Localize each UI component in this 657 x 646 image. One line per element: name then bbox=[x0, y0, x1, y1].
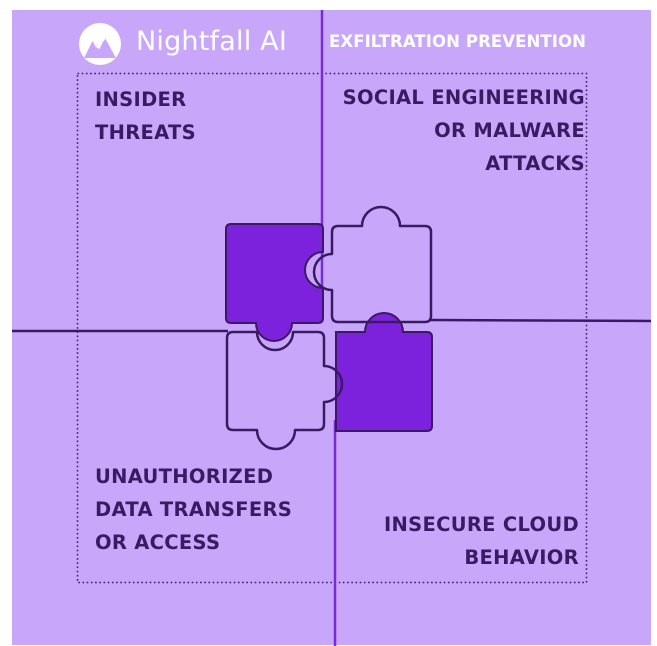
label-line: INSIDER bbox=[95, 88, 187, 111]
header-label: EXFILTRATION PREVENTION bbox=[329, 32, 587, 51]
quadrant-label-bottom-right: INSECURE CLOUD BEHAVIOR bbox=[384, 508, 579, 574]
dotted-frame bbox=[76, 72, 588, 584]
quadrant-label-top-left: INSIDER THREATS bbox=[95, 83, 196, 149]
quadrant-label-bottom-left: UNAUTHORIZED DATA TRANSFERS OR ACCESS bbox=[95, 460, 292, 559]
puzzle-piece-bottom-right bbox=[335, 312, 433, 432]
label-line: ATTACKS bbox=[485, 152, 585, 175]
label-line: SOCIAL ENGINEERING bbox=[342, 86, 585, 109]
background-panel bbox=[12, 10, 651, 645]
label-line: OR ACCESS bbox=[95, 531, 221, 554]
label-line: INSECURE CLOUD bbox=[383, 513, 579, 536]
mountain-logo-icon bbox=[79, 23, 121, 65]
label-line: OR MALWARE bbox=[434, 119, 585, 142]
brand-name: Nightfall AI bbox=[136, 26, 288, 57]
horizontal-axis-right bbox=[429, 318, 652, 323]
label-line: UNAUTHORIZED bbox=[95, 465, 274, 488]
puzzle-piece-bottom-left bbox=[225, 330, 344, 451]
label-line: DATA TRANSFERS bbox=[95, 498, 293, 521]
label-line: THREATS bbox=[95, 121, 196, 144]
puzzle-piece-top-right bbox=[312, 205, 433, 324]
puzzle-piece-top-left bbox=[225, 223, 324, 342]
label-line: BEHAVIOR bbox=[464, 546, 579, 569]
quadrant-label-top-right: SOCIAL ENGINEERING OR MALWARE ATTACKS bbox=[343, 81, 585, 180]
